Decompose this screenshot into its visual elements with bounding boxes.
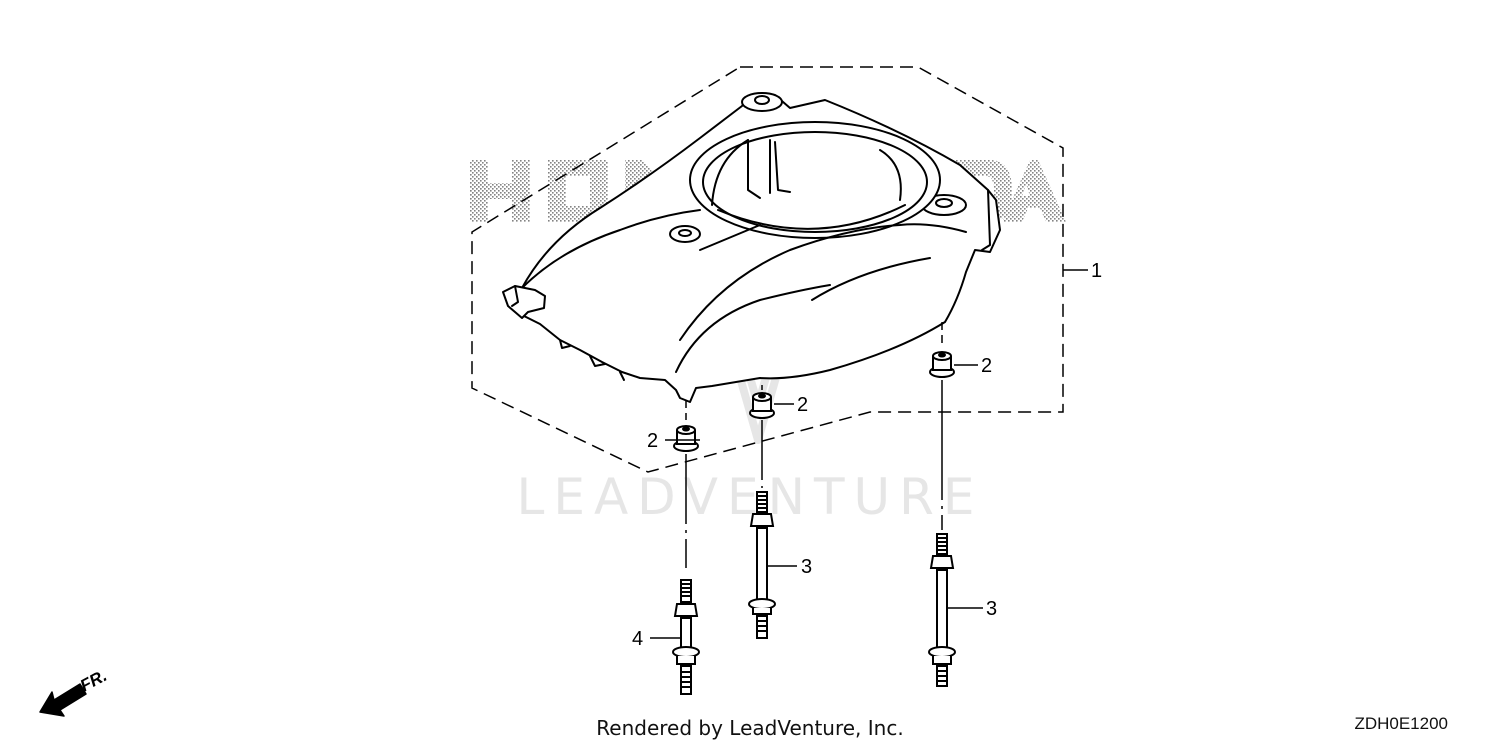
assembly-lines bbox=[685, 322, 943, 568]
callouts bbox=[650, 269, 1088, 639]
part-3-callout-b[interactable]: 3 bbox=[986, 598, 997, 620]
stud-bolt-part-3-b[interactable] bbox=[928, 533, 956, 687]
part-2-callout-b[interactable]: 2 bbox=[797, 394, 808, 416]
stud-bolt-part-3-a[interactable] bbox=[748, 491, 776, 639]
diagram-code: ZDH0E1200 bbox=[1354, 714, 1448, 733]
fan-cover-part-1[interactable] bbox=[502, 92, 1001, 403]
part-4-callout[interactable]: 4 bbox=[632, 628, 643, 650]
watermark-text: LEADVENTURE bbox=[517, 468, 984, 526]
grommet-part-2-a[interactable] bbox=[673, 425, 699, 452]
part-3-callout-a[interactable]: 3 bbox=[801, 556, 812, 578]
stud-bolt-part-4[interactable] bbox=[672, 579, 700, 695]
grommet-part-2-c[interactable] bbox=[929, 351, 955, 378]
part-1-callout[interactable]: 1 bbox=[1091, 260, 1102, 282]
part-2-callout-c[interactable]: 2 bbox=[981, 355, 992, 377]
assembly-boundary-dashed bbox=[471, 66, 1064, 473]
part-2-callout-a[interactable]: 2 bbox=[647, 430, 658, 452]
front-direction-arrow-icon: FR. bbox=[39, 666, 110, 717]
grommet-part-2-b[interactable] bbox=[749, 392, 775, 419]
rendered-by-credit: Rendered by LeadVenture, Inc. bbox=[596, 716, 904, 740]
